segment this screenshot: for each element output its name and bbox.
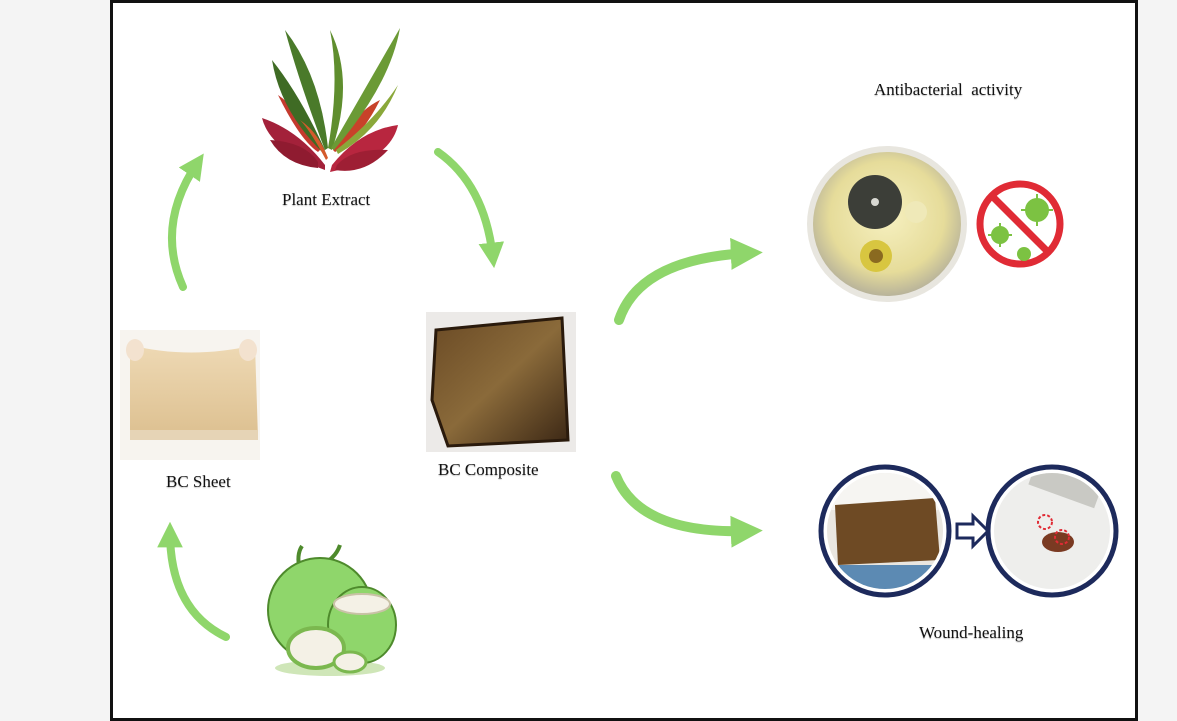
- bc-composite-label: BC Composite: [438, 460, 539, 479]
- arrow-outline-icon: [955, 512, 991, 550]
- croton-plant-icon: [262, 28, 400, 172]
- no-virus-icon: [976, 180, 1064, 268]
- petri-dish-image: [807, 146, 967, 302]
- wound-healing-label: Wound-healing: [919, 623, 1024, 642]
- coconut-icon: [267, 544, 397, 676]
- wound-after-image: [985, 464, 1119, 598]
- bc-composite-image: [426, 312, 576, 452]
- arrow-composite-to-antibacterial: [614, 237, 763, 325]
- arrow-composite-to-wound: [611, 471, 763, 548]
- arrow-sheet-to-plant: [167, 153, 204, 291]
- bc-sheet-image: [120, 330, 260, 460]
- antibacterial-label: Antibacterial activity: [874, 80, 1023, 99]
- arrow-plant-to-composite: [434, 148, 505, 269]
- plant-extract-label: Plant Extract: [282, 190, 371, 209]
- arrow-coconut-to-sheet: [157, 521, 230, 641]
- wound-before-image: [818, 464, 952, 598]
- bc-sheet-label: BC Sheet: [166, 472, 231, 491]
